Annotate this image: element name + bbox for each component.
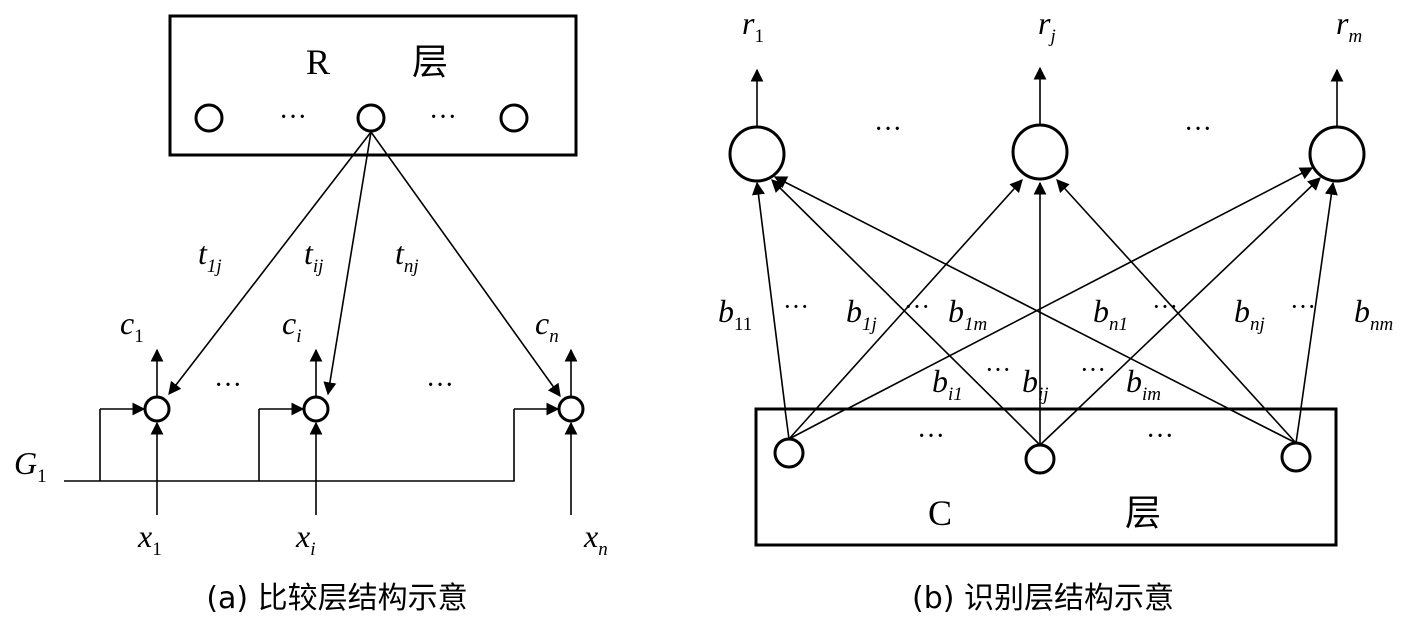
label-bnj: bnj (1234, 293, 1265, 335)
label-t1j: t1j (198, 235, 222, 277)
weight-ellipsis-1: ··· (783, 292, 809, 321)
panel-a-comparison-layer: R 层 ··· ··· t1j tij tnj ··· ··· c1 (14, 14, 608, 616)
caption-a: (a) 比较层结构示意 (206, 581, 467, 616)
weight-ellipsis-2: ··· (904, 292, 930, 321)
edge-b1j (788, 179, 1023, 440)
label-x1: x1 (137, 518, 162, 560)
c-ellipsis-right: ··· (426, 370, 454, 401)
c-layer-box (754, 407, 1338, 547)
c-node-middle (302, 395, 330, 423)
label-b1j: b1j (846, 293, 877, 335)
edge-b1m-inbox (788, 408, 847, 440)
edge-bim-inbox (1039, 408, 1079, 446)
label-g1: G1 (14, 445, 47, 487)
edge-tij (323, 131, 372, 396)
label-bi1: bi1 (932, 363, 963, 405)
label-b1m: b1m (948, 293, 987, 335)
out-node-first (728, 125, 786, 183)
label-rm: rm (1336, 5, 1362, 47)
r-layer-word: 层 (412, 42, 448, 82)
c-layer-node-first (773, 437, 805, 469)
r-layer-letter: R (306, 42, 330, 82)
b-edges-inbox (784, 408, 1302, 446)
edge-bi1 (771, 179, 1041, 446)
edge-bn1-inbox (1228, 408, 1297, 444)
label-b11: b11 (718, 293, 752, 335)
edge-b1m (788, 167, 1314, 440)
c-layer-ellipsis-right: ··· (1146, 421, 1174, 452)
r-node-first (194, 103, 224, 133)
c-ellipsis-left: ··· (214, 370, 242, 401)
out-ellipsis-left: ··· (874, 114, 902, 145)
c-layer-ellipsis-left: ··· (917, 421, 945, 452)
weight-ellipsis-6: ··· (1080, 355, 1106, 384)
c-layer-node-last (1280, 441, 1312, 473)
edge-bnm (1295, 181, 1338, 444)
c-layer-word: 层 (1125, 493, 1161, 533)
caption-b: (b) 识别层结构示意 (912, 581, 1174, 616)
weight-ellipsis-4: ··· (1290, 292, 1316, 321)
c-layer-node-middle (1024, 443, 1056, 475)
label-tij: tij (304, 235, 323, 277)
edge-bnj-inbox (1264, 408, 1297, 444)
label-c1: c1 (120, 305, 144, 347)
out-node-last (1308, 125, 1366, 183)
c-node-first (143, 395, 171, 423)
edge-bim (1039, 177, 1321, 446)
edge-tnj (370, 131, 561, 398)
edge-b11-inbox (784, 408, 790, 440)
label-bn1: bn1 (1093, 293, 1128, 335)
label-bim: bim (1126, 363, 1161, 405)
r-node-middle (356, 103, 386, 133)
edge-bi1-inbox (1003, 408, 1041, 446)
weight-ellipsis-5: ··· (985, 355, 1011, 384)
r-node-last (499, 103, 529, 133)
edge-bn1 (773, 176, 1297, 444)
label-bnm: bnm (1354, 293, 1393, 335)
label-xn: xn (583, 518, 608, 560)
label-ci: ci (282, 305, 301, 347)
weight-ellipsis-3: ··· (1152, 292, 1178, 321)
r-ellipsis-right: ··· (429, 102, 457, 133)
edge-bnj (1056, 179, 1297, 444)
out-node-middle (1011, 123, 1069, 181)
gain-bus-line (64, 409, 515, 482)
out-ellipsis-right: ··· (1184, 114, 1212, 145)
c-node-last (557, 395, 585, 423)
label-bij: bij (1022, 363, 1049, 405)
edge-bnm-inbox (1295, 408, 1302, 444)
r-ellipsis-left: ··· (279, 102, 307, 133)
label-xi: xi (295, 518, 315, 560)
label-rj: rj (1038, 5, 1056, 47)
edge-b1j-inbox (788, 408, 817, 440)
edge-b11 (752, 181, 790, 440)
b-edges (752, 167, 1338, 446)
label-tnj: tnj (395, 235, 419, 277)
edge-t1j (168, 131, 372, 396)
label-r1: r1 (742, 5, 764, 47)
panel-b-recognition-layer: ··· ··· r1 rj rm C 层 (718, 5, 1393, 616)
c-layer-letter: C (928, 493, 952, 533)
label-cn: cn (535, 305, 559, 347)
r-layer-box (168, 14, 578, 157)
